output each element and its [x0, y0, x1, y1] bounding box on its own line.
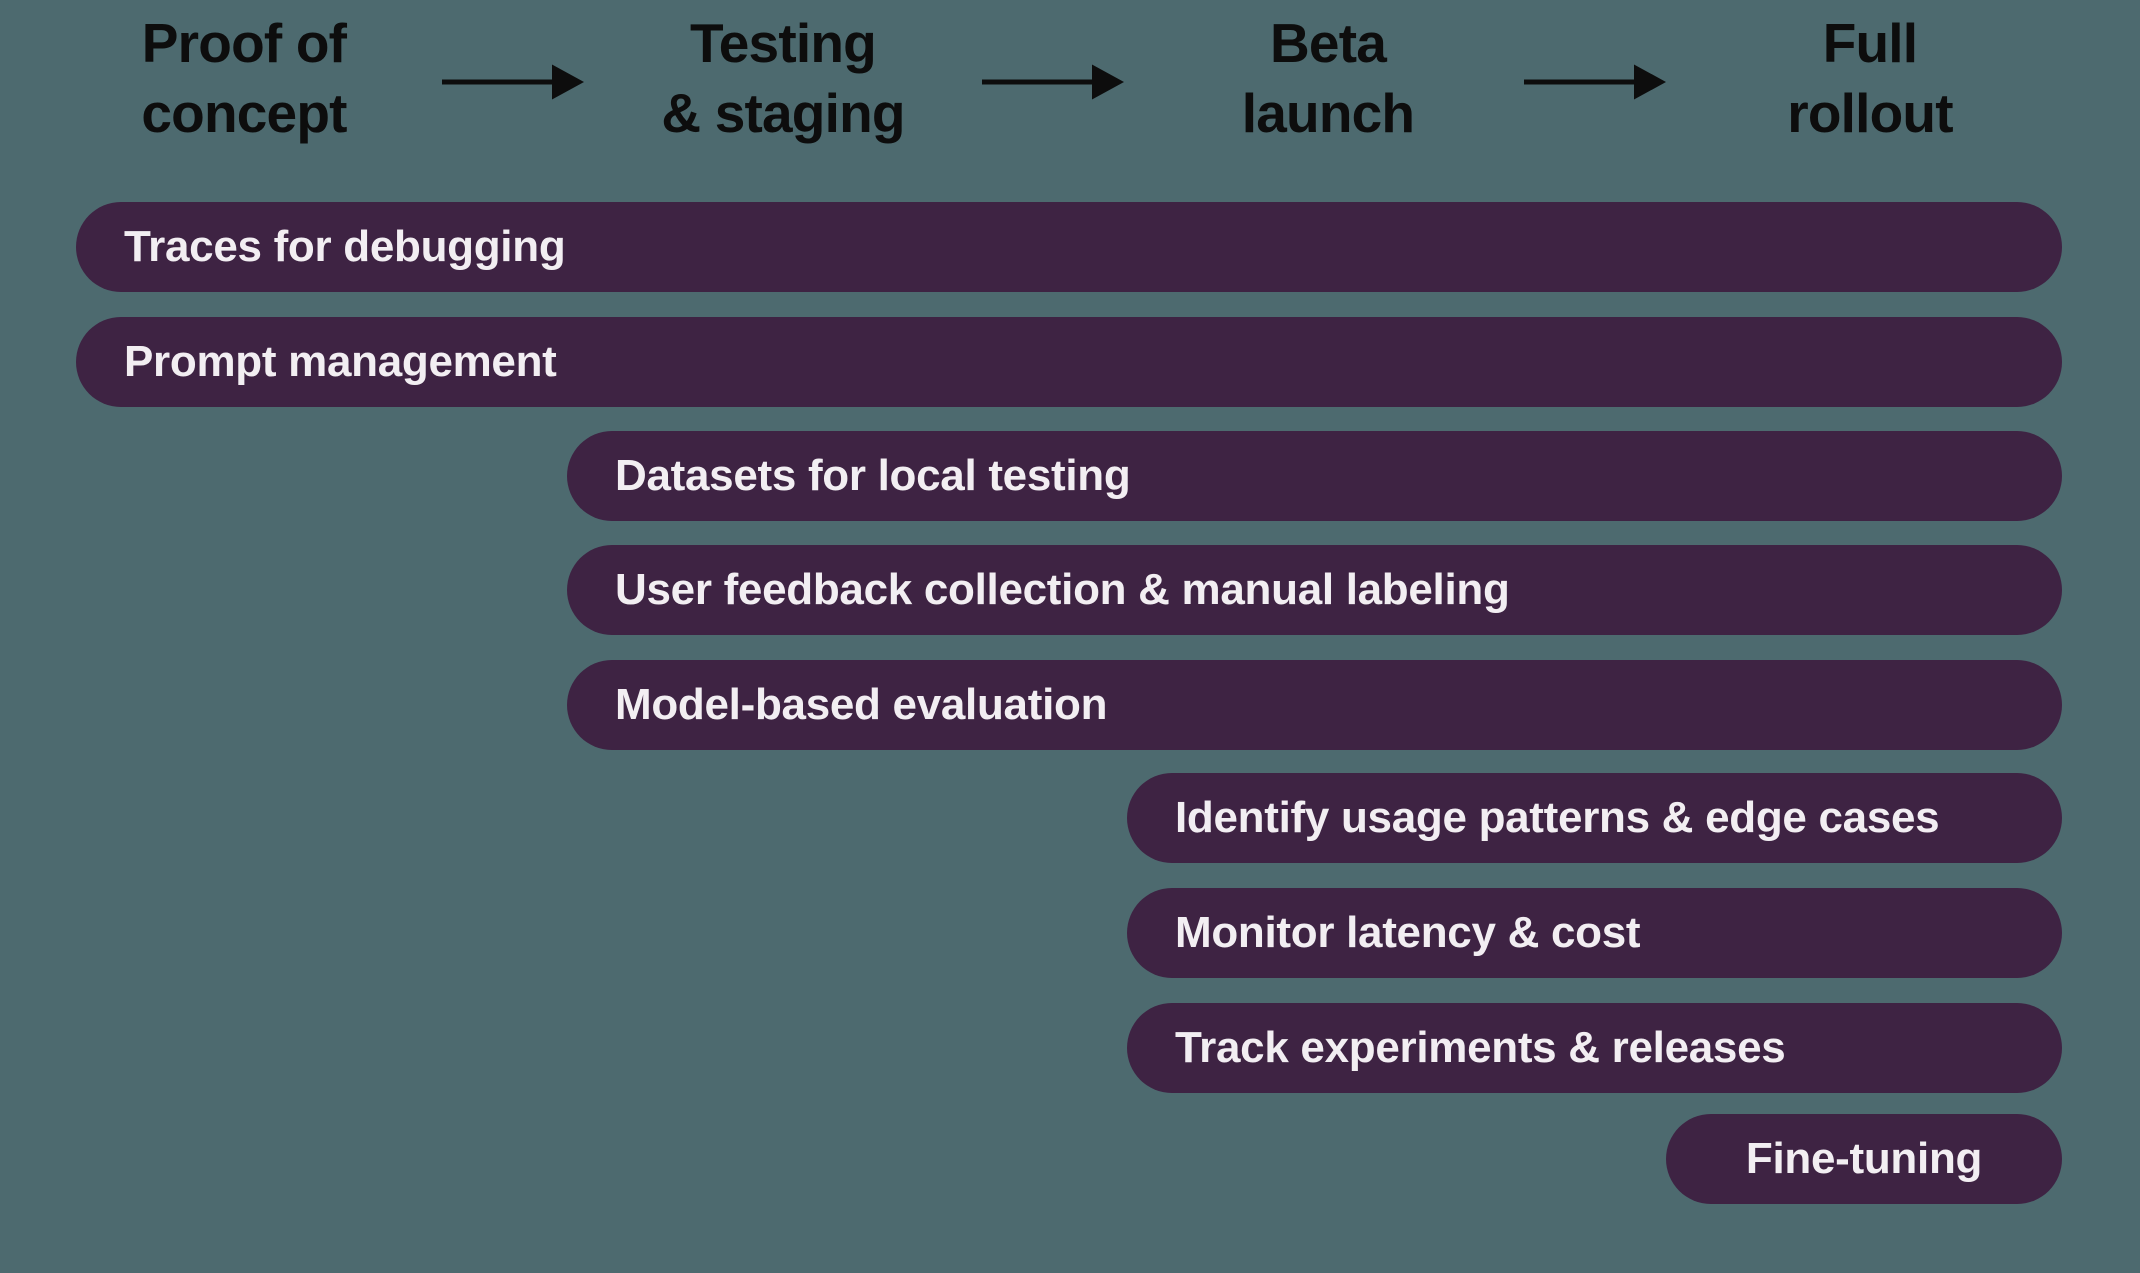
stage-label-line1: Full — [1822, 12, 1918, 74]
bar-prompt-management: Prompt management — [76, 317, 2062, 407]
bar-identify-usage-patterns: Identify usage patterns & edge cases — [1127, 773, 2062, 863]
bar-label: Track experiments & releases — [1175, 1023, 1786, 1072]
stage-label-line1: Beta — [1269, 12, 1387, 74]
bar-traces-for-debugging: Traces for debugging — [76, 202, 2062, 292]
stage-label-line2: launch — [1241, 82, 1415, 144]
bar-monitor-latency-cost: Monitor latency & cost — [1127, 888, 2062, 978]
bar-datasets-for-local-testing: Datasets for local testing — [567, 431, 2062, 521]
bar-user-feedback-collection: User feedback collection & manual labeli… — [567, 545, 2062, 635]
bar-label: Monitor latency & cost — [1175, 908, 1641, 957]
stage-label-line2: concept — [141, 82, 347, 144]
stage-testing-staging: Testing & staging — [661, 8, 905, 148]
arrow-right-icon — [982, 64, 1124, 100]
stage-label-line2: rollout — [1787, 82, 1953, 144]
bar-label: Datasets for local testing — [615, 451, 1131, 500]
stage-proof-of-concept: Proof of concept — [141, 8, 347, 148]
bar-label: Model-based evaluation — [615, 680, 1108, 729]
bar-label: Prompt management — [124, 337, 557, 386]
bar-label: Fine-tuning — [1745, 1134, 1983, 1183]
stage-beta-launch: Beta launch — [1241, 8, 1415, 148]
arrow-right-icon — [1524, 64, 1666, 100]
bar-label: User feedback collection & manual labeli… — [615, 565, 1510, 614]
stage-label-line1: Proof of — [141, 12, 347, 74]
stage-label-line1: Testing — [690, 12, 877, 74]
arrow-right-icon — [442, 64, 584, 100]
bar-track-experiments-releases: Track experiments & releases — [1127, 1003, 2062, 1093]
bar-fine-tuning: Fine-tuning — [1666, 1114, 2062, 1204]
stage-label-line2: & staging — [661, 82, 905, 144]
bar-label: Identify usage patterns & edge cases — [1175, 793, 1940, 842]
bar-label: Traces for debugging — [124, 222, 566, 271]
stage-full-rollout: Full rollout — [1787, 8, 1953, 148]
bar-model-based-evaluation: Model-based evaluation — [567, 660, 2062, 750]
